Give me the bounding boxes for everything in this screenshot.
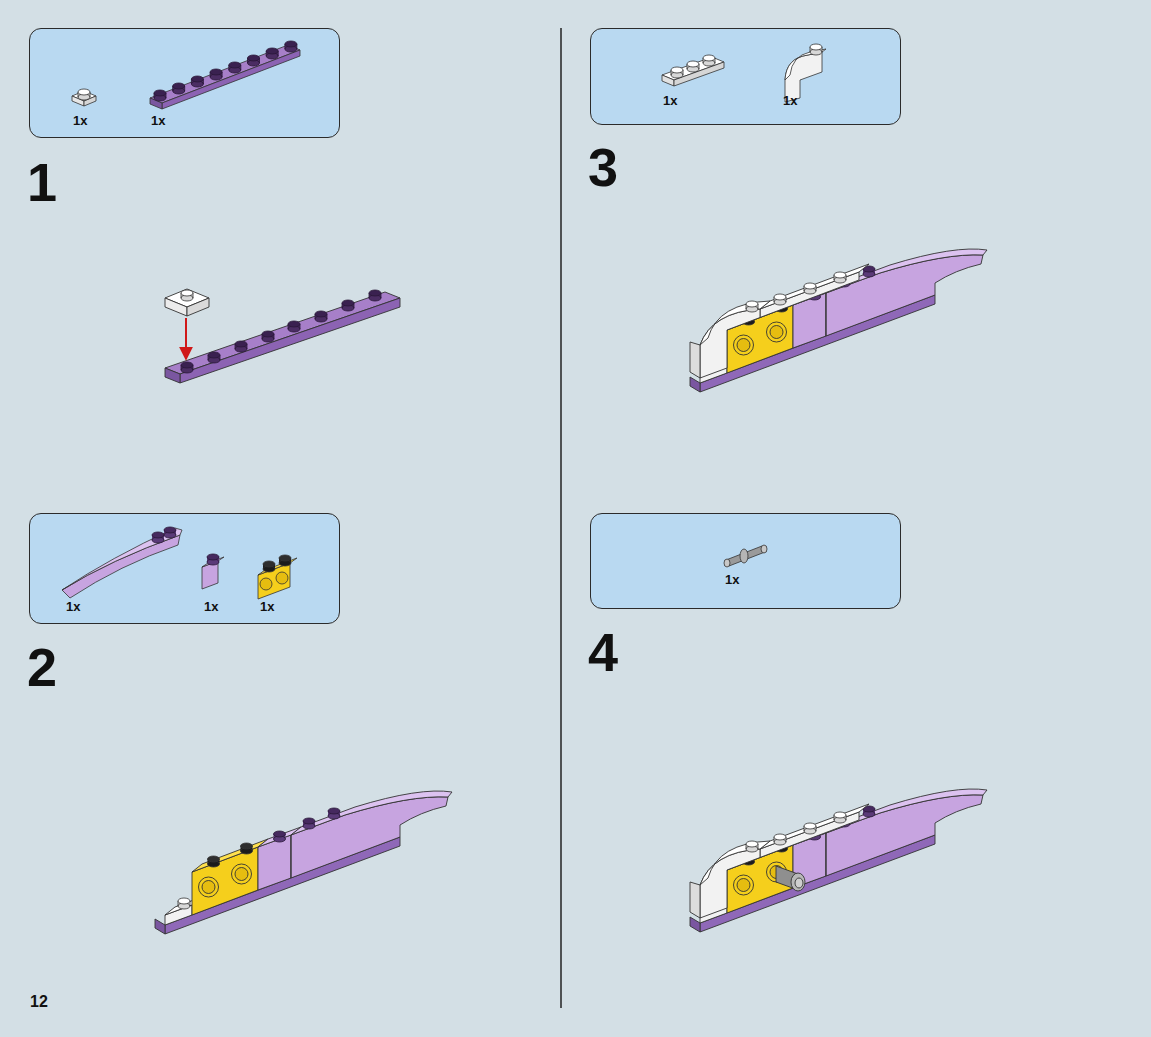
parts-art [62, 527, 297, 599]
step-art [155, 791, 452, 934]
step-number: 4 [588, 625, 618, 679]
parts-callout-box: 1x 1x [590, 28, 901, 125]
part-quantity: 1x [260, 600, 274, 614]
parts-art [724, 545, 767, 567]
parts-callout-box: 1x 1x [29, 28, 340, 138]
callout-fill [30, 29, 340, 138]
parts-art [72, 41, 300, 109]
part-quantity: 1x [151, 114, 165, 128]
step-number: 3 [588, 140, 618, 194]
page-number: 12 [30, 994, 48, 1010]
step-art [165, 289, 400, 383]
step-number: 2 [27, 640, 57, 694]
step-art [690, 249, 987, 392]
callout-fill [591, 29, 901, 125]
part-quantity: 1x [663, 94, 677, 108]
part-quantity: 1x [66, 600, 80, 614]
part-quantity: 1x [204, 600, 218, 614]
parts-art [662, 44, 826, 102]
callout-fill [591, 514, 901, 609]
part-quantity: 1x [725, 573, 739, 587]
part-quantity: 1x [783, 94, 797, 108]
part-quantity: 1x [73, 114, 87, 128]
parts-callout-box: 1x [590, 513, 901, 609]
column-divider [560, 28, 562, 1008]
step-number: 1 [27, 155, 57, 209]
callout-fill [30, 514, 340, 624]
step-art [690, 789, 987, 932]
parts-callout-box: 1x 1x 1x [29, 513, 340, 624]
